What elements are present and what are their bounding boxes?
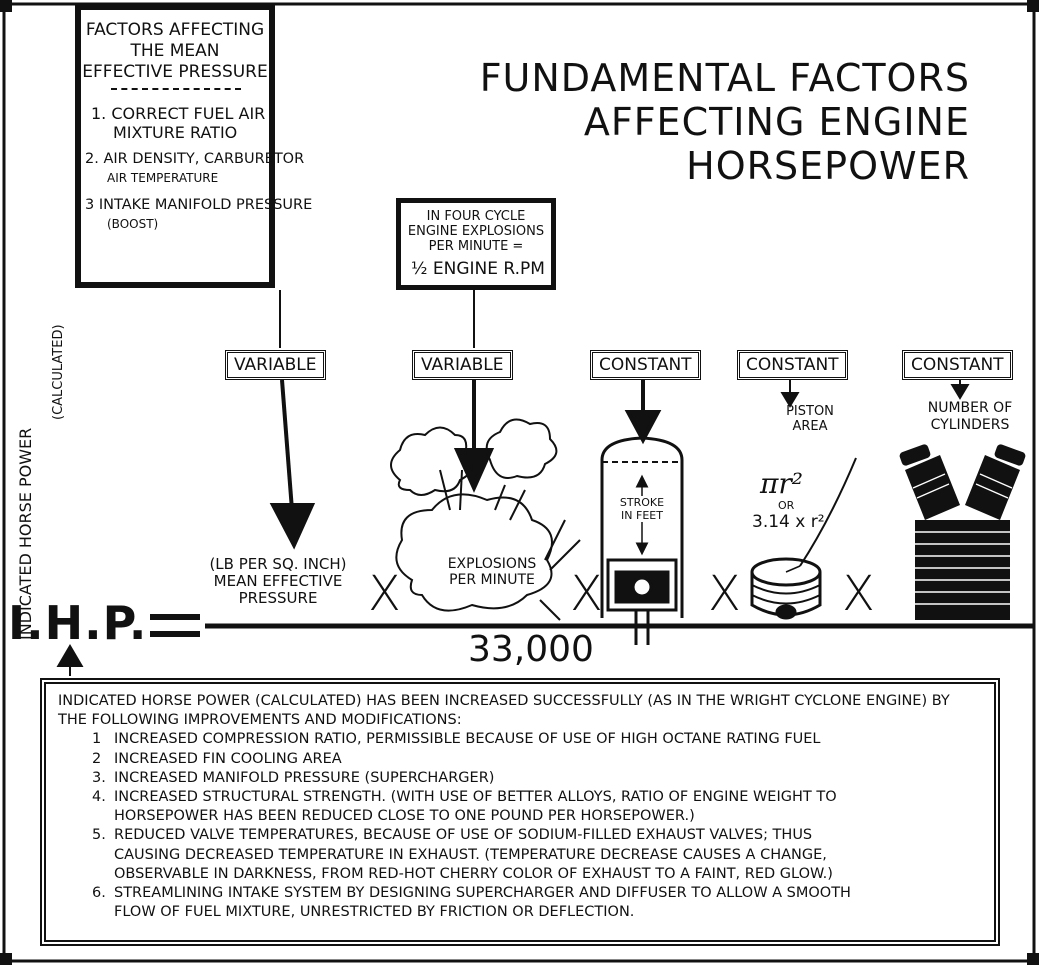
improvement-number: 6. (92, 885, 106, 902)
mep-item-1: 1. CORRECT FUEL AIR MIXTURE RATIO (91, 104, 266, 142)
label-constant-piston: CONSTANT (737, 350, 848, 380)
page-title: FUNDAMENTAL FACTORS AFFECTING ENGINE HOR… (479, 56, 970, 188)
cylinder-drawing (600, 436, 684, 645)
improvement-number: 5. (92, 827, 106, 844)
improvement-number: 4. (92, 789, 106, 806)
label-constant-cylinders: CONSTANT (902, 350, 1013, 380)
formula-or: OR (778, 499, 795, 512)
times-operator-2: X (570, 566, 603, 622)
arrows (56, 290, 970, 676)
improvement-text: FLOW OF FUEL MIXTURE, UNRESTRICTED BY FR… (114, 904, 635, 921)
label-variable-explosions: VARIABLE (412, 350, 513, 380)
improvement-number: 3. (92, 769, 106, 786)
improvement-item: 6. STREAMLINING INTAKE SYSTEM BY DESIGNIN… (92, 884, 982, 922)
improvement-text: INCREASED COMPRESSION RATIO, PERMISSIBLE… (114, 731, 821, 748)
improvement-item: 5. REDUCED VALVE TEMPERATURES, BECAUSE OF… (92, 826, 982, 884)
formula-pi-r-squared: πr² (760, 467, 804, 500)
ihp-lhs: I.H.P. (8, 596, 148, 650)
formula-314: 3.14 x r² (752, 512, 825, 532)
times-operator-4: X (842, 566, 875, 622)
times-operator-3: X (708, 566, 741, 622)
improvements-notes-box: INDICATED HORSE POWER (CALCULATED) HAS B… (40, 678, 1000, 946)
half-engine-rpm: ½ ENGINE R.PM (411, 259, 545, 279)
mep-item-2: 2. AIR DENSITY, CARBURETOR AIR TEMPERATU… (85, 151, 305, 185)
explosions-per-minute-label: EXPLOSIONS PER MINUTE (447, 556, 537, 588)
label-variable-mep: VARIABLE (225, 350, 326, 380)
mep-item-3: 3 INTAKE MANIFOLD PRESSURE (BOOST) (85, 197, 313, 231)
stroke-in-feet-label: STROKE IN FEET (606, 496, 678, 522)
improvement-item: 1 INCREASED COMPRESSION RATIO, PERMISSIBL… (92, 730, 982, 749)
label-constant-stroke: CONSTANT (590, 350, 701, 380)
mep-factors-box: FACTORS AFFECTING THE MEAN EFFECTIVE PRE… (75, 4, 312, 288)
times-operator-1: X (368, 566, 401, 622)
improvement-text: HORSEPOWER HAS BEEN REDUCED CLOSE TO ONE… (114, 808, 695, 825)
improvement-number: 2 (92, 750, 102, 767)
improvement-text: INCREASED STRUCTURAL STRENGTH. (WITH USE… (114, 789, 837, 806)
improvement-item: 3. INCREASED MANIFOLD PRESSURE (SUPERCHAR… (92, 769, 982, 788)
mep-heading: FACTORS AFFECTING THE MEAN EFFECTIVE PRE… (82, 20, 268, 82)
improvement-number: 1 (92, 731, 102, 748)
side-label-calculated: (CALCULATED) (51, 324, 66, 420)
number-of-cylinders-label: NUMBER OF CYLINDERS (927, 400, 1013, 433)
explosion-clouds (390, 418, 581, 621)
improvement-item: 2 INCREASED FIN COOLING AREA (92, 750, 982, 769)
improvement-text: INCREASED FIN COOLING AREA (114, 750, 342, 767)
piston-area-label: PISTON AREA (786, 404, 834, 434)
explosions-per-minute-box: IN FOUR CYCLE ENGINE EXPLOSIONS PER MINU… (396, 198, 556, 290)
improvement-text: OBSERVABLE IN DARKNESS, FROM RED-HOT CHE… (114, 865, 833, 882)
mep-label: (LB PER SQ. INCH) MEAN EFFECTIVE PRESSUR… (209, 555, 347, 607)
radial-engine-drawing (899, 444, 1026, 620)
improvement-text: INCREASED MANIFOLD PRESSURE (SUPERCHARGE… (114, 769, 495, 786)
notes-intro: INDICATED HORSE POWER (CALCULATED) HAS B… (58, 693, 950, 729)
piston-drawing (750, 457, 857, 620)
improvement-text: CAUSING DECREASED TEMPERATURE IN EXHAUST… (114, 846, 827, 863)
improvement-text: REDUCED VALVE TEMPERATURES, BECAUSE OF U… (114, 827, 813, 844)
improvement-item: 4. INCREASED STRUCTURAL STRENGTH. (WITH U… (92, 788, 982, 826)
improvement-text: STREAMLINING INTAKE SYSTEM BY DESIGNING … (114, 885, 851, 902)
denominator-33000: 33,000 (468, 629, 594, 670)
equals-sign (150, 614, 200, 637)
divider (111, 88, 241, 90)
improvements-list: 1 INCREASED COMPRESSION RATIO, PERMISSIBL… (58, 730, 982, 922)
